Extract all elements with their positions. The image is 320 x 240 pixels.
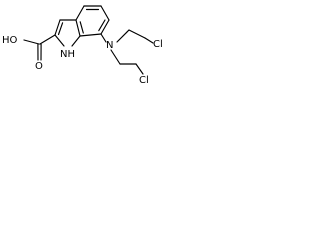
bond-c2-c3-inner [57,22,64,36]
bond-ch2-cl-upper [144,37,154,44]
bond-n1-c7a [71,35,81,47]
atom-label-carbonyl-o: O [35,61,43,72]
atom-label-carboxyl-oh: HO [2,35,18,46]
bond-ch2-ch2-upper [128,29,146,39]
atom-label-chloro-upper: Cl [153,39,163,50]
bond-c6-c7-inner [98,19,106,32]
bond-c2-c3 [54,19,61,36]
bond-ch2-cl-lower [135,63,144,75]
atom-label-indole-nh: NH [60,49,75,60]
bond-c6-c7 [100,19,110,35]
bond-n-ch2-lower [110,49,121,65]
atom-label-chloro-lower: Cl [139,75,149,86]
bond-c2-n1 [54,34,65,47]
bonds [23,5,154,75]
chemical-structure-diagram: HO O NH N Cl Cl [2,5,163,86]
bond-c7a-c3a-inner [79,21,84,34]
bond-c7a-c3a [75,19,81,37]
bond-c3a-c4 [75,5,85,21]
bond-c7-n [100,33,107,43]
atom-labels: HO O NH N Cl Cl [2,35,163,86]
atom-label-amine-n: N [106,40,113,51]
bond-n-ch2-upper [116,29,130,43]
bond-c5-c6 [100,5,110,21]
bond-c-oh [23,39,40,45]
bond-c7-c7a [79,33,102,37]
bond-c-ring [39,34,56,45]
